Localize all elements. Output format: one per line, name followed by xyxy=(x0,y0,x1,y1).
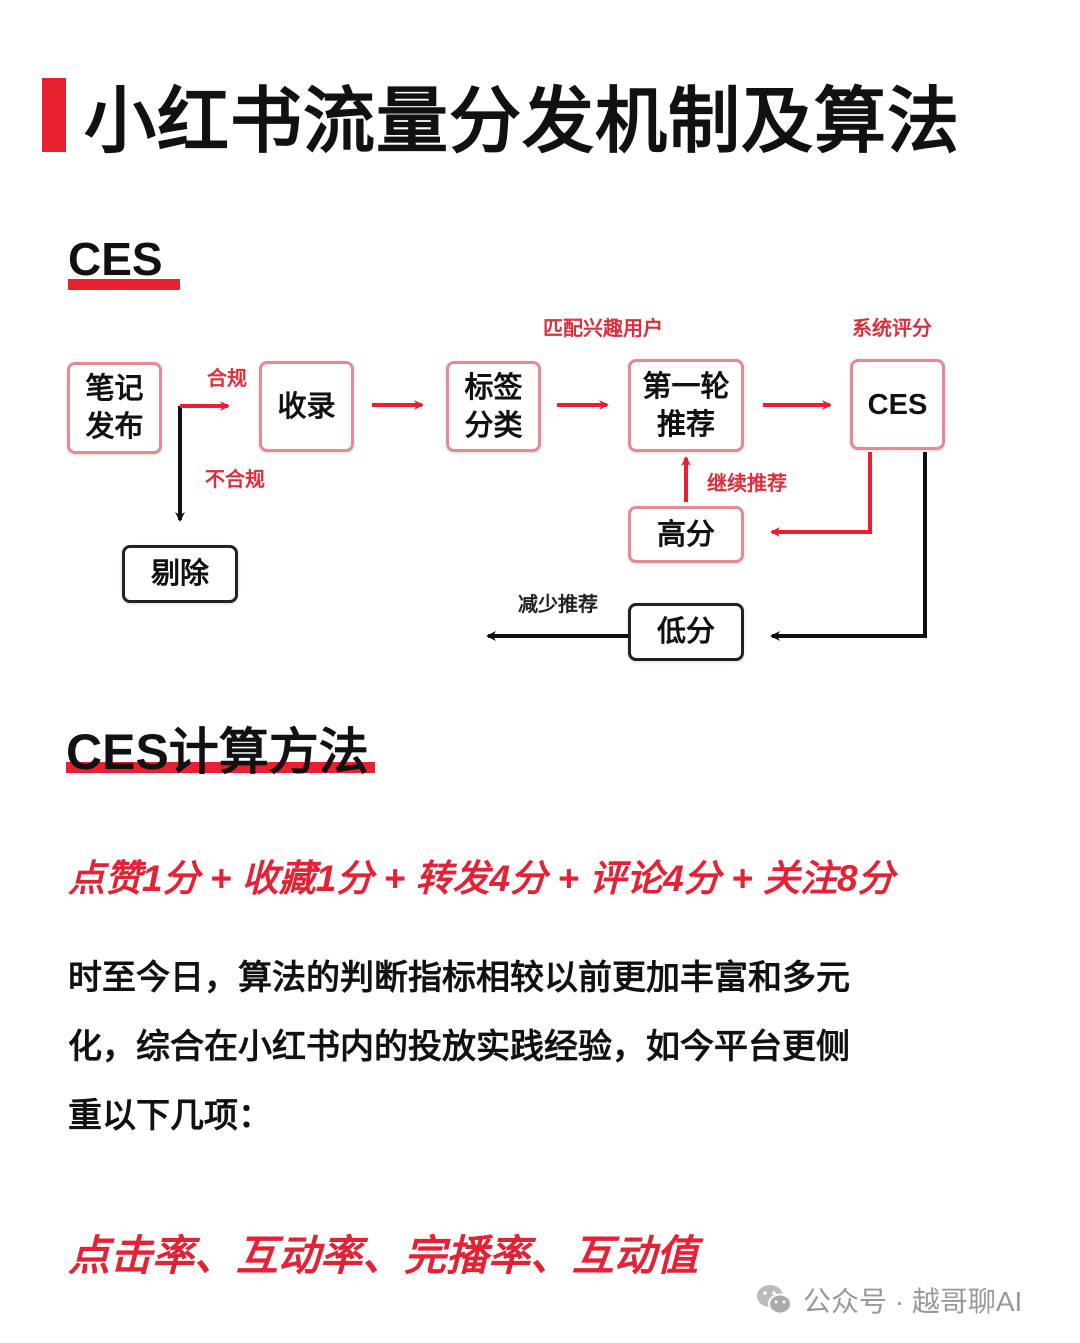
section-heading-ces-method: CES计算方法 xyxy=(66,724,369,780)
label-match: 匹配兴趣用户 xyxy=(543,318,663,340)
page-title: 小红书流量分发机制及算法 xyxy=(84,82,961,162)
paragraph-line: 化，综合在小红书内的投放实践经验，如今平台更侧 xyxy=(68,1028,850,1066)
label-continue: 继续推荐 xyxy=(707,473,787,495)
watermark-text: 公众号 · 越哥聊AI xyxy=(803,1286,1023,1317)
label-score: 系统评分 xyxy=(852,318,932,340)
watermark: 公众号 · 越哥聊AI xyxy=(755,1280,1022,1320)
ces-formula: 点赞1分 + 收藏1分 + 转发4分 + 评论4分 + 关注8分 xyxy=(68,858,895,899)
label-compliant: 合规 xyxy=(207,368,247,390)
node-high: 高分 xyxy=(628,506,744,563)
node-first-round: 第一轮 推荐 xyxy=(628,359,744,452)
flow-arrows xyxy=(175,400,927,641)
body-paragraph: 时至今日，算法的判断指标相较以前更加丰富和多元 化，综合在小红书内的投放实践经验… xyxy=(68,944,968,1151)
node-index: 收录 xyxy=(259,361,354,452)
node-tag: 标签 分类 xyxy=(446,361,541,452)
wechat-icon xyxy=(757,1285,792,1315)
title-accent-bar xyxy=(42,78,66,152)
label-reduce: 减少推荐 xyxy=(518,594,598,616)
node-ces: CES xyxy=(850,359,945,450)
paragraph-line: 时至今日，算法的判断指标相较以前更加丰富和多元 xyxy=(68,959,850,997)
heading-underline xyxy=(68,279,180,290)
node-low: 低分 xyxy=(628,603,744,661)
heading-underline xyxy=(66,762,375,773)
node-publish: 笔记 发布 xyxy=(67,362,162,454)
arrow-ces-to-high xyxy=(770,452,872,537)
key-metrics: 点击率、互动率、完播率、互动值 xyxy=(68,1232,699,1279)
node-remove: 剔除 xyxy=(122,545,238,603)
paragraph-line: 重以下几项： xyxy=(68,1097,272,1135)
section-heading-ces: CES xyxy=(68,233,163,285)
label-noncompliant: 不合规 xyxy=(205,469,265,491)
arrow-ces-to-low xyxy=(770,452,927,641)
